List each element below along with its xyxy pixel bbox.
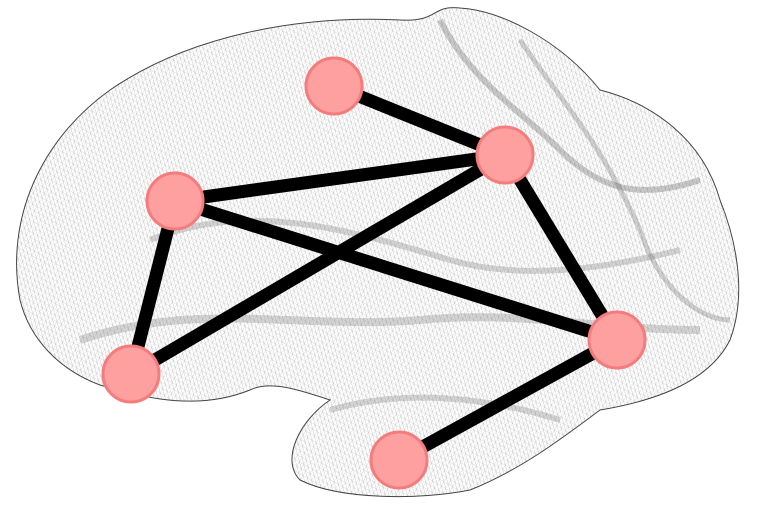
nodes [101, 56, 647, 490]
edge-n3-n4 [124, 199, 182, 376]
brain-fold [437, 18, 701, 193]
edge-n1-n2 [331, 79, 508, 162]
node-n1 [304, 56, 364, 116]
edge-n3-n5 [173, 194, 619, 347]
node-n3 [145, 171, 205, 231]
node-n6 [369, 430, 429, 490]
edges [124, 79, 623, 466]
edge-n4-n2 [127, 149, 509, 380]
brain-fold [329, 394, 561, 423]
edge-n3-n2 [174, 148, 506, 208]
brain-fold [517, 38, 731, 323]
node-n5 [587, 310, 647, 370]
node-n2 [475, 125, 535, 185]
brain-outline [16, 7, 740, 498]
node-n4 [101, 344, 161, 404]
edge-n5-n6 [395, 334, 621, 466]
brain-mesh [16, 7, 740, 498]
edge-n2-n5 [499, 151, 623, 344]
